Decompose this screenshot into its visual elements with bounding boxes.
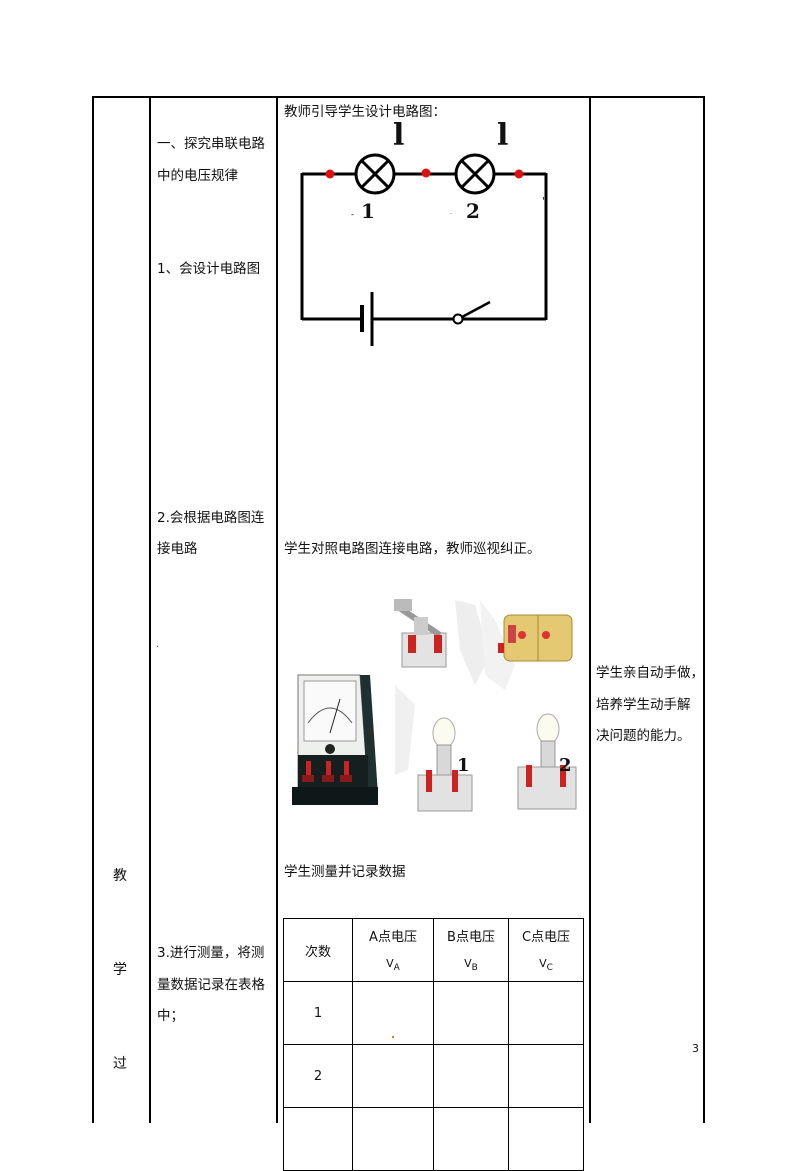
- section-heading-line1: 一、探究串联电路: [157, 136, 265, 152]
- step-2-line1: 2.会根据电路图连: [157, 510, 265, 526]
- design-prompt: 教师引导学生设计电路图：: [284, 104, 446, 120]
- table-cell: [352, 1107, 434, 1171]
- table-row: 2: [283, 1044, 584, 1108]
- column-divider-1: [149, 96, 151, 1123]
- table-cell: [283, 1107, 353, 1171]
- voltmeter: [292, 674, 378, 805]
- table-cell: [433, 1107, 509, 1171]
- switch-pivot: [452, 313, 464, 325]
- left-label-char-1: 教: [113, 868, 127, 884]
- section-heading-line2: 中的电压规律: [157, 168, 238, 184]
- lamp-2-top-label: l: [497, 118, 509, 153]
- header-count: 次数: [283, 918, 353, 982]
- bulb-1: [417, 717, 473, 812]
- circuit-diagram: - . ': [300, 153, 548, 346]
- svg-text:': ': [542, 196, 545, 207]
- table-cell: 1: [283, 981, 353, 1045]
- measure-record-text: 学生测量并记录数据: [284, 864, 406, 880]
- svg-text:.: .: [450, 209, 452, 216]
- page-number: 3: [692, 1042, 699, 1055]
- right-note-line3: 决问题的能力。: [596, 728, 691, 744]
- switch-blade: [461, 300, 491, 319]
- svg-text:-: -: [351, 210, 354, 219]
- step-2-line2: 接电路: [157, 541, 198, 557]
- lamp-1-number: 1: [361, 199, 375, 223]
- bulb-2: [517, 713, 577, 810]
- left-label-char-3: 过: [113, 1056, 127, 1072]
- stray-dot: ·: [156, 642, 160, 653]
- junction-point-a: [325, 169, 335, 179]
- bulb-2-label: 2: [559, 755, 572, 776]
- table-row: [283, 1107, 584, 1171]
- lamp-2-number: 2: [466, 199, 480, 223]
- table-left-border: [92, 96, 94, 1123]
- step-3-line3: 中；: [157, 1008, 184, 1024]
- table-cell: 2: [283, 1044, 353, 1108]
- lamp-1-top-label: l: [393, 118, 405, 153]
- table-cell: [508, 1107, 584, 1171]
- table-cell: [508, 981, 584, 1045]
- equipment-illustration: [292, 599, 577, 812]
- header-voltage-a: A点电压 VA: [352, 918, 434, 982]
- bulb-1-label: 1: [457, 755, 470, 776]
- table-cell: [433, 1044, 509, 1108]
- table-row: 1: [283, 981, 584, 1045]
- lamp-2-symbol: [454, 153, 496, 195]
- column-divider-3: [589, 96, 591, 1123]
- table-right-border: [703, 96, 705, 1123]
- junction-point-c: [514, 169, 524, 179]
- right-note-line2: 培养学生动手解: [596, 697, 691, 713]
- voltage-data-table: 次数 A点电压 VA B点电压 VB C点电压 VC 1 2: [283, 918, 584, 1171]
- table-mark: [392, 1036, 394, 1038]
- connect-circuit-text: 学生对照电路图连接电路，教师巡视纠正。: [284, 541, 541, 557]
- knife-switch: [394, 599, 447, 668]
- header-voltage-c: C点电压 VC: [508, 918, 584, 982]
- step-3-line2: 量数据记录在表格: [157, 977, 265, 993]
- table-cell: [433, 981, 509, 1045]
- table-cell: [508, 1044, 584, 1108]
- table-top-border: [92, 96, 704, 98]
- step-3-line1: 3.进行测量，将测: [157, 945, 265, 961]
- header-voltage-b: B点电压 VB: [433, 918, 509, 982]
- left-label-char-2: 学: [113, 962, 127, 978]
- table-header-row: 次数 A点电压 VA B点电压 VB C点电压 VC: [283, 918, 584, 982]
- battery-holder: [498, 614, 573, 662]
- junction-point-b: [421, 168, 431, 178]
- table-cell: [352, 1044, 434, 1108]
- column-divider-2: [276, 96, 278, 1123]
- step-1-text: 1、会设计电路图: [157, 261, 261, 277]
- lamp-1-symbol: [354, 153, 396, 195]
- right-note-line1: 学生亲自动手做，: [596, 665, 704, 681]
